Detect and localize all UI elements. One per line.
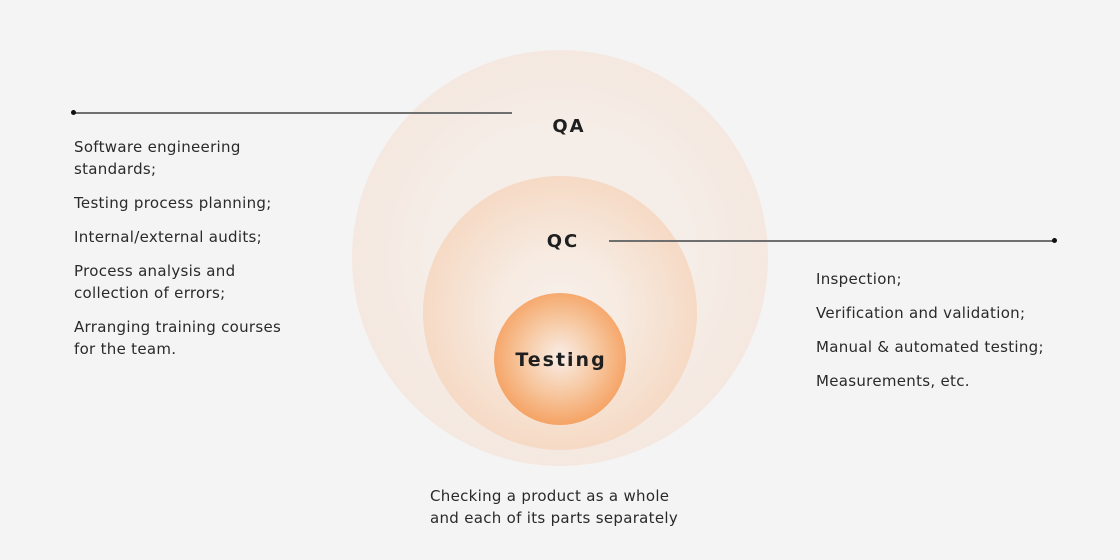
testing-caption-line: Checking a product as a whole — [430, 487, 670, 505]
qc-item-list: Inspection; Verification and validation;… — [816, 268, 1096, 404]
qc-item: Inspection; — [816, 270, 902, 288]
qc-item: Verification and validation; — [816, 304, 1026, 322]
qa-leader-dot — [71, 110, 76, 115]
qa-item: Process analysis and collection of error… — [74, 262, 236, 302]
qa-leader-line — [74, 112, 512, 114]
qc-item: Measurements, etc. — [816, 372, 970, 390]
testing-circle — [494, 293, 626, 425]
qa-item: Testing process planning; — [74, 194, 272, 212]
qc-item: Manual & automated testing; — [816, 338, 1044, 356]
qc-leader-dot — [1052, 238, 1057, 243]
qc-leader-line — [609, 240, 1055, 242]
qa-item: Arranging training courses for the team. — [74, 318, 282, 358]
qa-item-list: Software engineering standards; Testing … — [74, 136, 324, 372]
testing-label: Testing — [515, 349, 607, 371]
testing-caption: Checking a product as a whole and each o… — [430, 485, 678, 529]
testing-caption-line: and each of its parts separately — [430, 509, 679, 527]
qa-item: Software engineering standards; — [74, 138, 241, 178]
qc-label: QC — [546, 231, 580, 252]
qa-item: Internal/external audits; — [74, 228, 262, 246]
qa-label: QA — [552, 116, 586, 137]
